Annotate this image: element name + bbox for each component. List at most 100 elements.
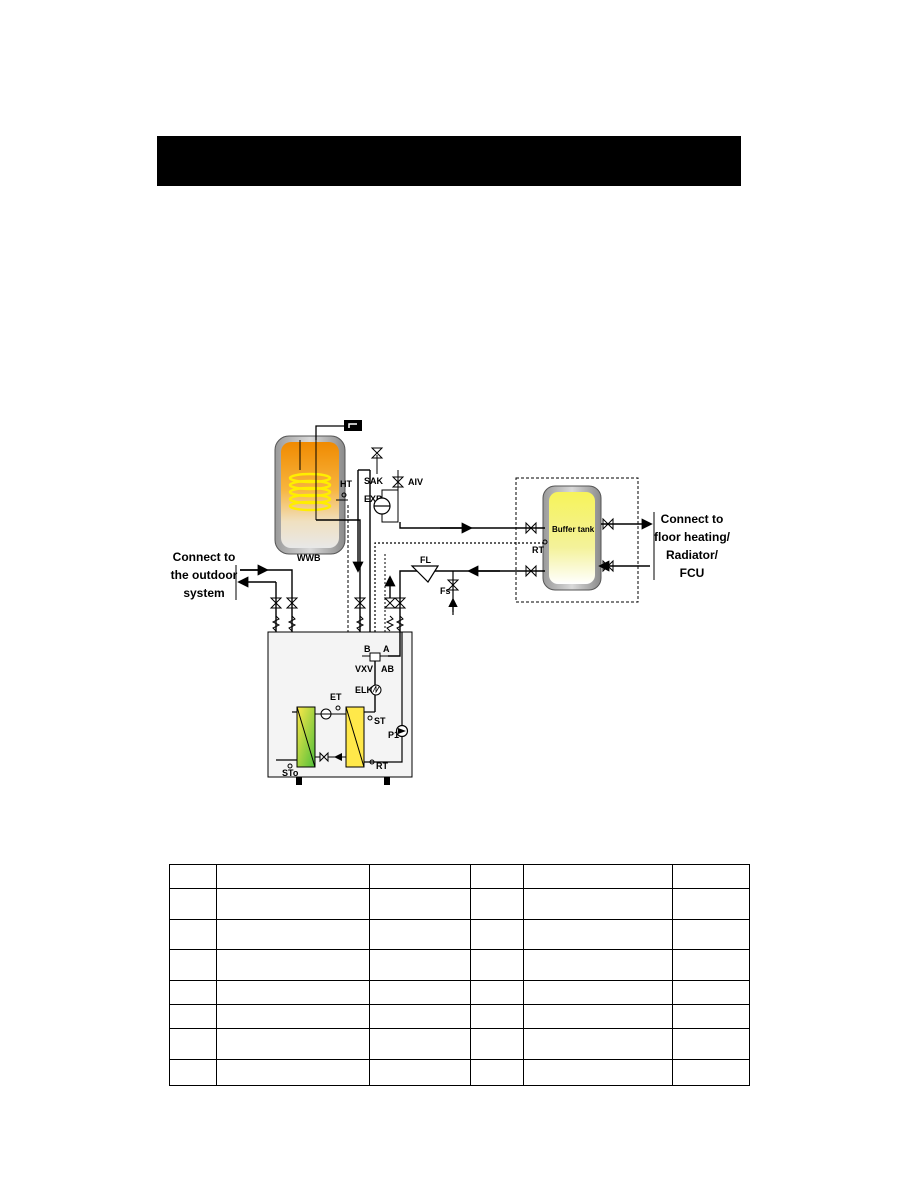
heat-exchanger-evaporator bbox=[296, 706, 316, 768]
wwb-label: WWB bbox=[297, 553, 321, 563]
circulation-pump-p1 bbox=[395, 724, 409, 738]
table-cell bbox=[369, 949, 471, 981]
unit-valves bbox=[353, 597, 407, 632]
table-cell bbox=[672, 1058, 750, 1087]
table-cell bbox=[470, 863, 524, 890]
table-cell bbox=[216, 918, 370, 951]
table-cell bbox=[169, 888, 217, 920]
table-cell bbox=[672, 949, 750, 981]
table-cell bbox=[523, 863, 673, 890]
table-cell bbox=[369, 979, 471, 1005]
table-cell bbox=[672, 1028, 750, 1060]
expansion-valve bbox=[319, 751, 329, 763]
table-cell bbox=[470, 949, 524, 981]
electric-heater-elk bbox=[370, 684, 382, 696]
table-cell bbox=[169, 918, 217, 951]
table-cell bbox=[470, 979, 524, 1005]
outdoor-line-3: system bbox=[183, 586, 224, 600]
fl-label: FL bbox=[420, 555, 431, 565]
table-cell bbox=[216, 888, 370, 920]
table-row bbox=[169, 918, 750, 951]
heating-line-2: floor heating/ bbox=[654, 530, 731, 544]
table-cell bbox=[523, 918, 673, 951]
table-cell bbox=[523, 1058, 673, 1087]
table-cell bbox=[216, 1058, 370, 1087]
table-cell bbox=[169, 1058, 217, 1087]
et-label: ET bbox=[330, 692, 342, 702]
wwb-tank bbox=[274, 435, 348, 555]
table-cell bbox=[216, 1028, 370, 1060]
table-row bbox=[169, 1003, 750, 1030]
table-cell bbox=[169, 863, 217, 890]
tap-icon bbox=[344, 420, 362, 431]
table-cell bbox=[523, 949, 673, 981]
p1-label: P1 bbox=[388, 730, 399, 740]
table-cell bbox=[672, 888, 750, 920]
table-row bbox=[169, 1028, 750, 1060]
valve-heating-supply bbox=[602, 517, 614, 531]
table-cell bbox=[216, 949, 370, 981]
fs-label: Fs bbox=[440, 586, 451, 596]
heating-line-1: Connect to bbox=[661, 512, 724, 526]
a-label: A bbox=[383, 644, 390, 654]
table-cell bbox=[672, 918, 750, 951]
valve-buffer-return bbox=[525, 564, 537, 578]
table-row bbox=[169, 979, 750, 1005]
table-cell bbox=[470, 918, 524, 951]
filter-fl bbox=[410, 565, 440, 583]
table-cell bbox=[369, 1028, 471, 1060]
compressor-symbol bbox=[320, 708, 332, 720]
vxv-label: VXV bbox=[355, 664, 373, 674]
expansion-vessel-exp bbox=[373, 497, 391, 515]
table-cell bbox=[169, 979, 217, 1005]
table-cell bbox=[369, 918, 471, 951]
table-cell bbox=[369, 1058, 471, 1087]
table-cell bbox=[369, 1003, 471, 1030]
table-cell bbox=[369, 888, 471, 920]
outdoor-line-2: the outdoor bbox=[171, 568, 238, 582]
air-vent-aiv bbox=[391, 470, 405, 488]
table-row bbox=[169, 1058, 750, 1087]
heating-line-4: FCU bbox=[680, 566, 705, 580]
ht-label: HT bbox=[340, 479, 352, 489]
valve-buffer-supply bbox=[525, 521, 537, 535]
valve-heating-return bbox=[602, 559, 614, 573]
table-cell bbox=[470, 1003, 524, 1030]
table-cell bbox=[169, 1003, 217, 1030]
table-cell bbox=[523, 888, 673, 920]
exp-label: EXP bbox=[364, 494, 382, 504]
table-cell bbox=[216, 863, 370, 890]
heating-coil bbox=[288, 472, 332, 512]
heat-exchanger-condenser bbox=[345, 706, 365, 768]
heating-line-3: Radiator/ bbox=[666, 548, 719, 562]
heating-connection-text: Connect to floor heating/ Radiator/ FCU bbox=[654, 512, 731, 580]
outdoor-valves bbox=[269, 597, 299, 632]
ht-sensor bbox=[341, 492, 347, 498]
table-cell bbox=[216, 979, 370, 1005]
b-label: B bbox=[364, 644, 371, 654]
table-cell bbox=[216, 1003, 370, 1030]
sak-label: SAK bbox=[364, 476, 384, 486]
safety-valve-sak bbox=[370, 447, 384, 474]
table-cell bbox=[470, 888, 524, 920]
table-cell bbox=[470, 1028, 524, 1060]
elk-label: ELK bbox=[355, 685, 374, 695]
table-row bbox=[169, 888, 750, 920]
table-cell bbox=[369, 863, 471, 890]
table-cell bbox=[672, 1003, 750, 1030]
table-cell bbox=[169, 1028, 217, 1060]
table-cell bbox=[470, 1058, 524, 1087]
st-label: ST bbox=[374, 716, 386, 726]
ab-label: AB bbox=[381, 664, 394, 674]
table-row bbox=[169, 863, 750, 890]
table-row bbox=[169, 949, 750, 981]
table-cell bbox=[523, 1028, 673, 1060]
aiv-label: AIV bbox=[408, 477, 423, 487]
table-cell bbox=[672, 979, 750, 1005]
buffer-dashed-box bbox=[515, 477, 639, 603]
buffer-tank-label: Buffer tank bbox=[552, 525, 595, 534]
table-cell bbox=[523, 979, 673, 1005]
table-cell bbox=[672, 863, 750, 890]
indoor-unit-box bbox=[267, 631, 413, 778]
